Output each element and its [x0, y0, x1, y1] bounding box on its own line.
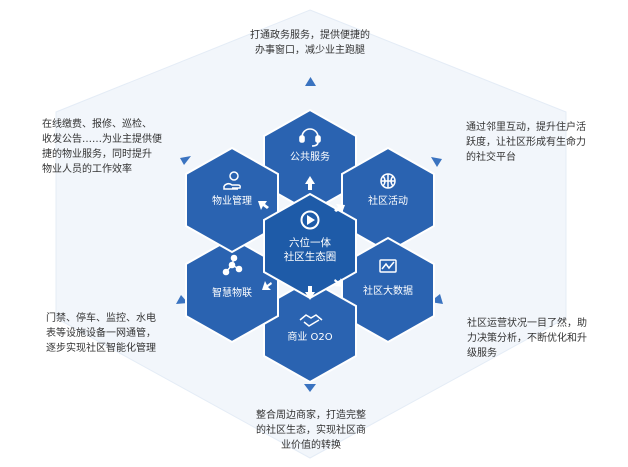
- basketball-icon: [380, 173, 396, 189]
- hand-coin-icon: [223, 171, 241, 190]
- corner-triangles: [176, 77, 443, 392]
- hex-label-iot: 智慧物联: [212, 286, 252, 299]
- hexagon-property[interactable]: 物业管理: [185, 146, 279, 254]
- hex-label-property: 物业管理: [212, 194, 252, 207]
- arrow-down: [305, 286, 315, 300]
- description-bottom-left: 门禁、停车、监控、水电 表等设施设备一网通管， 逐步实现社区智能化管理: [46, 313, 156, 354]
- arrow-up: [305, 176, 315, 190]
- center-label-line2: 社区生态圈: [284, 250, 337, 263]
- arrow-lower-right: [334, 278, 343, 287]
- description-top: 打通政务服务，提供便捷的 办事窗口，减少业主跑腿: [250, 30, 370, 56]
- triangle-upper-left: [180, 156, 191, 165]
- chart-icon: [379, 259, 397, 273]
- description-bottom: 整合周边商家，打造完整 的社区生态，实现社区商 业价值的转换: [256, 410, 366, 451]
- hex-label-public-service: 公共服务: [290, 150, 330, 163]
- triangle-bottom: [304, 384, 316, 392]
- hexagon-iot[interactable]: 智慧物联: [185, 236, 279, 344]
- center-arrows: [258, 176, 345, 300]
- hexagon-o2o[interactable]: 商业 O2O: [263, 278, 357, 384]
- arrow-lower-left: [262, 281, 272, 290]
- triangle-top: [305, 77, 316, 86]
- network-icon: [222, 254, 243, 276]
- hexagon-community-activity[interactable]: 社区活动: [341, 146, 435, 254]
- handshake-icon: [299, 314, 323, 327]
- description-top-right: 通过邻里互动，提升住户活 跃度，让社区形成有生命力 的社交平台: [466, 122, 586, 163]
- description-top-left: 在线缴费、报修、巡检、 收发公告……为业主提供便 捷的物业服务，同时提升 物业人…: [42, 119, 162, 175]
- hexagon-public-service[interactable]: 公共服务: [263, 108, 357, 214]
- play-logo-icon: [300, 210, 320, 230]
- arrow-upper-left: [258, 201, 269, 210]
- center-label-line1: 六位一体: [289, 236, 331, 249]
- arrow-upper-right: [334, 204, 345, 213]
- headset-icon: [299, 128, 321, 147]
- hex-label-big-data: 社区大数据: [363, 284, 413, 297]
- hex-label-o2o: 商业 O2O: [287, 330, 332, 343]
- hexagon-big-data[interactable]: 社区大数据: [341, 236, 435, 344]
- triangle-upper-right: [431, 157, 442, 167]
- hexagon-center[interactable]: 六位一体 社区生态圈: [263, 192, 357, 300]
- hex-label-community-activity: 社区活动: [368, 194, 408, 207]
- description-bottom-right: 社区运营状况一目了然，助 力决策分析，不断优化和升 级服务: [467, 318, 587, 359]
